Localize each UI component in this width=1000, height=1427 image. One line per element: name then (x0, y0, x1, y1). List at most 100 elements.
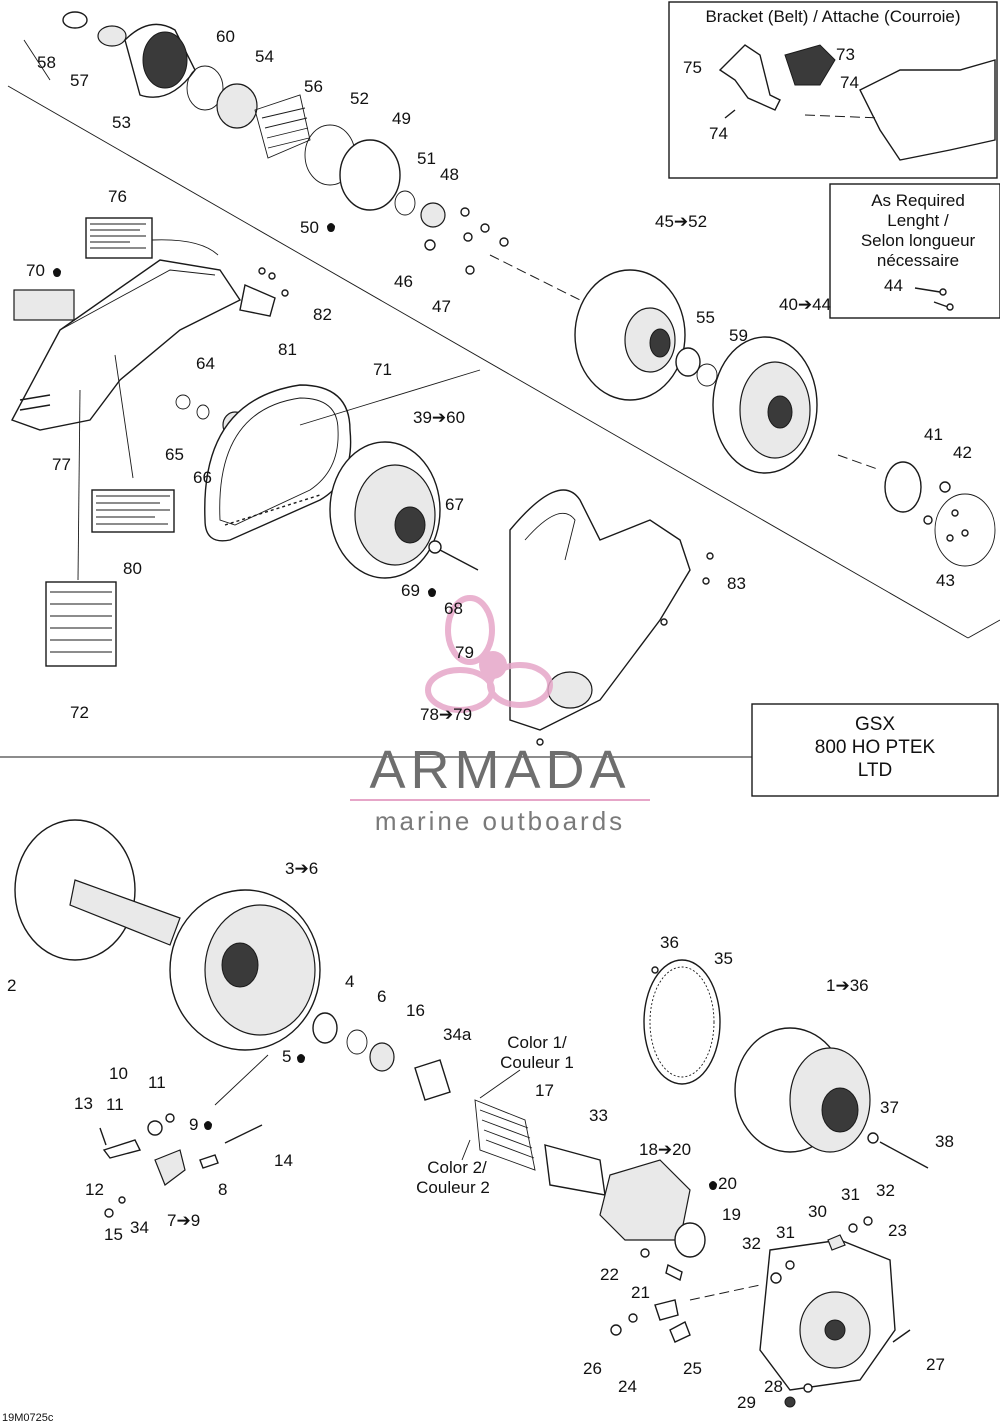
bolt-14 (224, 1124, 263, 1144)
bolt-27 (892, 1329, 911, 1343)
part-43-group (934, 493, 996, 567)
label-31-a: 31 (841, 1185, 860, 1204)
label-3-6: 3➔6 (285, 859, 318, 878)
decal-80 (91, 489, 175, 533)
label-32-b: 32 (742, 1234, 761, 1253)
label-13: 13 (74, 1094, 93, 1113)
label-58: 58 (37, 53, 56, 72)
label-29: 29 (737, 1393, 756, 1412)
label-82: 82 (313, 305, 332, 324)
bracket-box-title: Bracket (Belt) / Attache (Courroie) (705, 7, 960, 26)
label-71: 71 (373, 360, 392, 379)
label-9: 9 (189, 1115, 198, 1134)
spring-17 (474, 1099, 536, 1171)
label-1-36: 1➔36 (826, 976, 869, 995)
color1-line-2: Couleur 1 (500, 1053, 574, 1072)
label-79: 79 (455, 643, 474, 662)
propeller-logo (425, 595, 553, 713)
label-33: 33 (589, 1106, 608, 1125)
ring-gear-35 (643, 959, 721, 1085)
part-67 (428, 540, 442, 554)
label-27: 27 (926, 1355, 945, 1374)
color1-line-1: Color 1/ (507, 1033, 567, 1052)
label-23: 23 (888, 1221, 907, 1240)
pulley-39-60 (299, 369, 481, 579)
drawing-code: 19M0725c (2, 1412, 54, 1424)
part-21 (665, 1263, 683, 1282)
label-41: 41 (924, 425, 943, 444)
label-5: 5 (282, 1047, 291, 1066)
label-21: 21 (631, 1283, 650, 1302)
part-54 (216, 83, 258, 129)
part-59 (696, 363, 718, 387)
part-29 (784, 1396, 796, 1408)
part-16 (369, 1042, 395, 1072)
label-31-b: 31 (776, 1223, 795, 1242)
label-2: 2 (7, 976, 16, 995)
drive-belt-71 (204, 384, 352, 542)
part-64 (175, 394, 191, 410)
length-box-line-1: As Required (871, 191, 965, 210)
part-34 (118, 1196, 126, 1204)
label-39-60: 39➔60 (413, 408, 465, 427)
part-4 (312, 1012, 338, 1044)
label-17: 17 (535, 1081, 554, 1100)
belt-guard-77 (11, 259, 242, 431)
part-81 (239, 284, 276, 317)
part-37 (867, 1132, 879, 1144)
label-15: 15 (104, 1225, 123, 1244)
part-24 (654, 1299, 679, 1321)
part-36 (651, 966, 659, 974)
part-56-spring (254, 94, 311, 159)
part-19 (674, 1222, 706, 1258)
watermark-tagline: marine outboards (375, 806, 625, 836)
part-8 (199, 1154, 219, 1169)
length-box-line-2: Lenght / (887, 211, 949, 230)
label-24: 24 (618, 1377, 637, 1396)
label-50: 50 (300, 218, 319, 237)
part-25 (669, 1321, 691, 1343)
part-13 (99, 1127, 107, 1146)
model-box: GSX 800 HO PTEK LTD (751, 703, 999, 797)
label-49: 49 (392, 109, 411, 128)
label-76: 76 (108, 187, 127, 206)
label-46: 46 (394, 272, 413, 291)
shaft-70 (13, 289, 75, 321)
color2-line-1: Color 2/ (427, 1158, 487, 1177)
part-15 (104, 1208, 114, 1218)
frame-section (859, 59, 996, 161)
length-box-line-4: nécessaire (877, 251, 959, 270)
label-65: 65 (165, 445, 184, 464)
bracket-clip (784, 44, 836, 86)
label-22: 22 (600, 1265, 619, 1284)
label-56: 56 (304, 77, 323, 96)
label-11-a: 11 (148, 1073, 166, 1092)
decal-76 (85, 217, 153, 259)
label-70: 70 (26, 261, 45, 280)
part-57 (97, 25, 127, 47)
label-40-44: 40➔44 (779, 295, 831, 314)
part-18-20 (599, 1159, 691, 1241)
label-64: 64 (196, 354, 215, 373)
label-51: 51 (417, 149, 436, 168)
label-72: 72 (70, 703, 89, 722)
model-line-1: GSX (855, 714, 895, 735)
label-32-a: 32 (876, 1181, 895, 1200)
part-6 (346, 1029, 368, 1055)
label-81: 81 (278, 340, 297, 359)
label-38: 38 (935, 1132, 954, 1151)
part-55 (675, 347, 701, 377)
decal-72 (45, 581, 117, 667)
part-51 (394, 190, 416, 216)
label-42: 42 (953, 443, 972, 462)
label-16: 16 (406, 1001, 425, 1020)
label-53: 53 (112, 113, 131, 132)
part-12 (102, 1139, 142, 1159)
label-44: 44 (884, 276, 903, 295)
label-18-20: 18➔20 (639, 1140, 691, 1159)
part-number-labels: 58 57 53 60 54 56 52 49 51 48 50 46 47 4… (7, 27, 972, 1412)
bolt-68 (439, 549, 479, 571)
label-36: 36 (660, 933, 679, 952)
part-11 (147, 1120, 163, 1136)
